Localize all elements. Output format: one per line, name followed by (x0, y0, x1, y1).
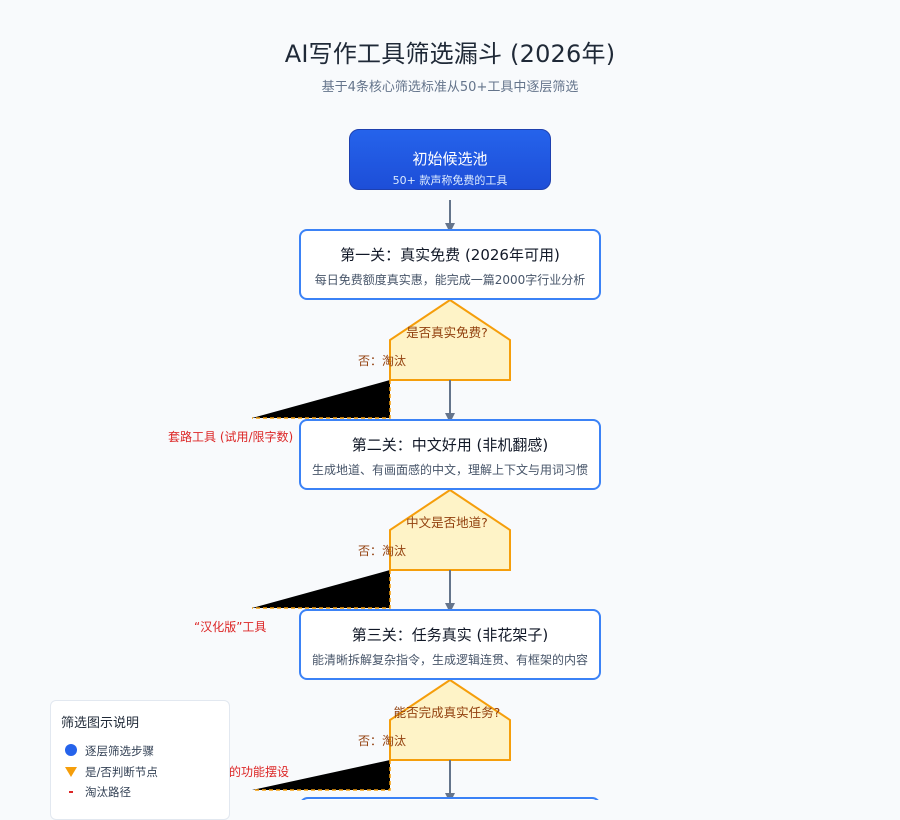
stage-title: 第一关：真实免费 (2026年可用) (340, 246, 560, 264)
stage-title: 第二关：中文好用 (非机翻感) (351, 436, 549, 454)
elimination-path (252, 380, 390, 418)
legend-title: 筛选图示说明 (61, 716, 140, 731)
eliminated-label: “汉化版”工具 (194, 620, 267, 634)
legend-item-label: 是/否判断节点 (85, 765, 158, 779)
stage-box-1: 第一关：真实免费 (2026年可用) 每日免费额度真实惠，能完成一篇2000字行… (299, 229, 601, 300)
legend-item: 淘汰路径 (63, 784, 131, 800)
decision-no-label: 否：淘汰 (357, 354, 406, 368)
elimination-dash (252, 570, 391, 609)
legend-item: 逐层筛选步骤 (63, 743, 154, 759)
elimination-dash (252, 380, 391, 419)
elimination-path (252, 760, 390, 790)
legend: 筛选图示说明 逐层筛选步骤 是/否判断节点 淘汰路径 (50, 700, 230, 820)
orange-triangle-icon (65, 767, 77, 777)
red-dash-icon (69, 791, 73, 793)
legend-item: 是/否判断节点 (63, 764, 158, 780)
start-node-subtitle: 50+ 款声称免费的工具 (392, 174, 508, 187)
blue-dot-icon (65, 744, 77, 756)
legend-item-label: 逐层筛选步骤 (85, 744, 154, 758)
page-subtitle: 基于4条核心筛选标准从50+工具中逐层筛选 (321, 80, 579, 95)
stage-description: 生成地道、有画面感的中文，理解上下文与用词习惯 (311, 463, 588, 477)
start-node-title: 初始候选池 (412, 150, 488, 168)
legend-item-label: 淘汰路径 (85, 785, 131, 799)
stage-description: 能清晰拆解复杂指令，生成逻辑连贯、有框架的内容 (311, 653, 588, 667)
decision-no-label: 否：淘汰 (357, 734, 406, 748)
stage-title: 第三关：任务真实 (非花架子) (351, 626, 549, 644)
decision-no-label: 否：淘汰 (357, 544, 406, 558)
page-title: AI写作工具筛选漏斗 (2026年) (284, 40, 616, 68)
stage-description: 每日免费额度真实惠，能完成一篇2000字行业分析 (314, 273, 586, 287)
decision-question: 能否完成真实任务? (393, 705, 501, 720)
eliminated-label: 套路工具 (试用/限字数) (168, 430, 294, 444)
decision-question: 中文是否地道? (406, 515, 488, 530)
elimination-path (252, 570, 390, 608)
flow-diagram (252, 200, 599, 800)
elimination-dash (252, 760, 391, 791)
eliminated-label: 的功能摆设 (229, 765, 290, 779)
stage-box-2: 第二关：中文好用 (非机翻感) 生成地道、有画面感的中文，理解上下文与用词习惯 (299, 419, 601, 490)
stage-box-3: 第三关：任务真实 (非花架子) 能清晰拆解复杂指令，生成逻辑连贯、有框架的内容 (299, 609, 601, 680)
decision-question: 是否真实免费? (406, 325, 488, 340)
start-node: 初始候选池 50+ 款声称免费的工具 (349, 129, 551, 190)
